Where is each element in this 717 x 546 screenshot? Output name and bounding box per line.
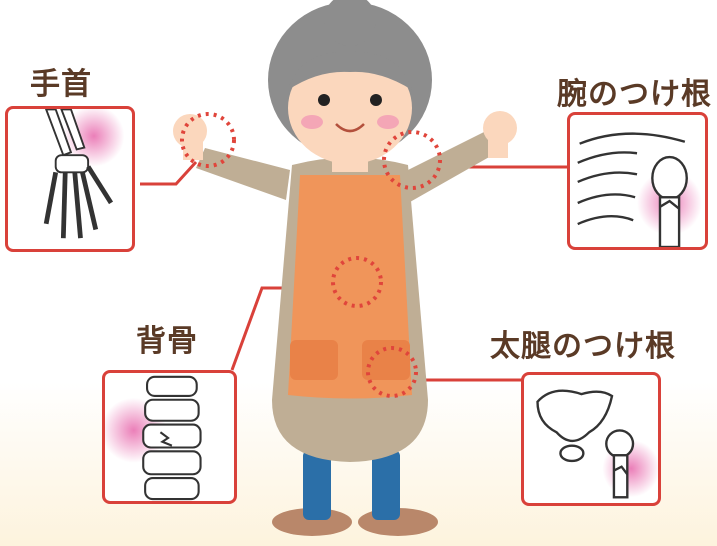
leader-line-wrist xyxy=(140,162,196,184)
label-hip: 太腿のつけ根 xyxy=(490,332,676,362)
card-wrist xyxy=(5,106,135,252)
shoes xyxy=(272,508,438,536)
hip-bones-icon xyxy=(524,375,658,503)
card-spine xyxy=(102,370,237,504)
shoulder-bones-icon xyxy=(570,115,705,247)
label-spine: 背骨 xyxy=(136,327,198,357)
card-hip xyxy=(521,372,661,506)
spine-bones-icon xyxy=(105,373,234,501)
label-shoulder: 腕のつけ根 xyxy=(557,80,712,110)
label-wrist: 手首 xyxy=(30,70,92,100)
apron-pocket-left xyxy=(290,340,338,380)
wrist-bones-icon xyxy=(8,109,132,249)
card-shoulder xyxy=(567,112,708,250)
